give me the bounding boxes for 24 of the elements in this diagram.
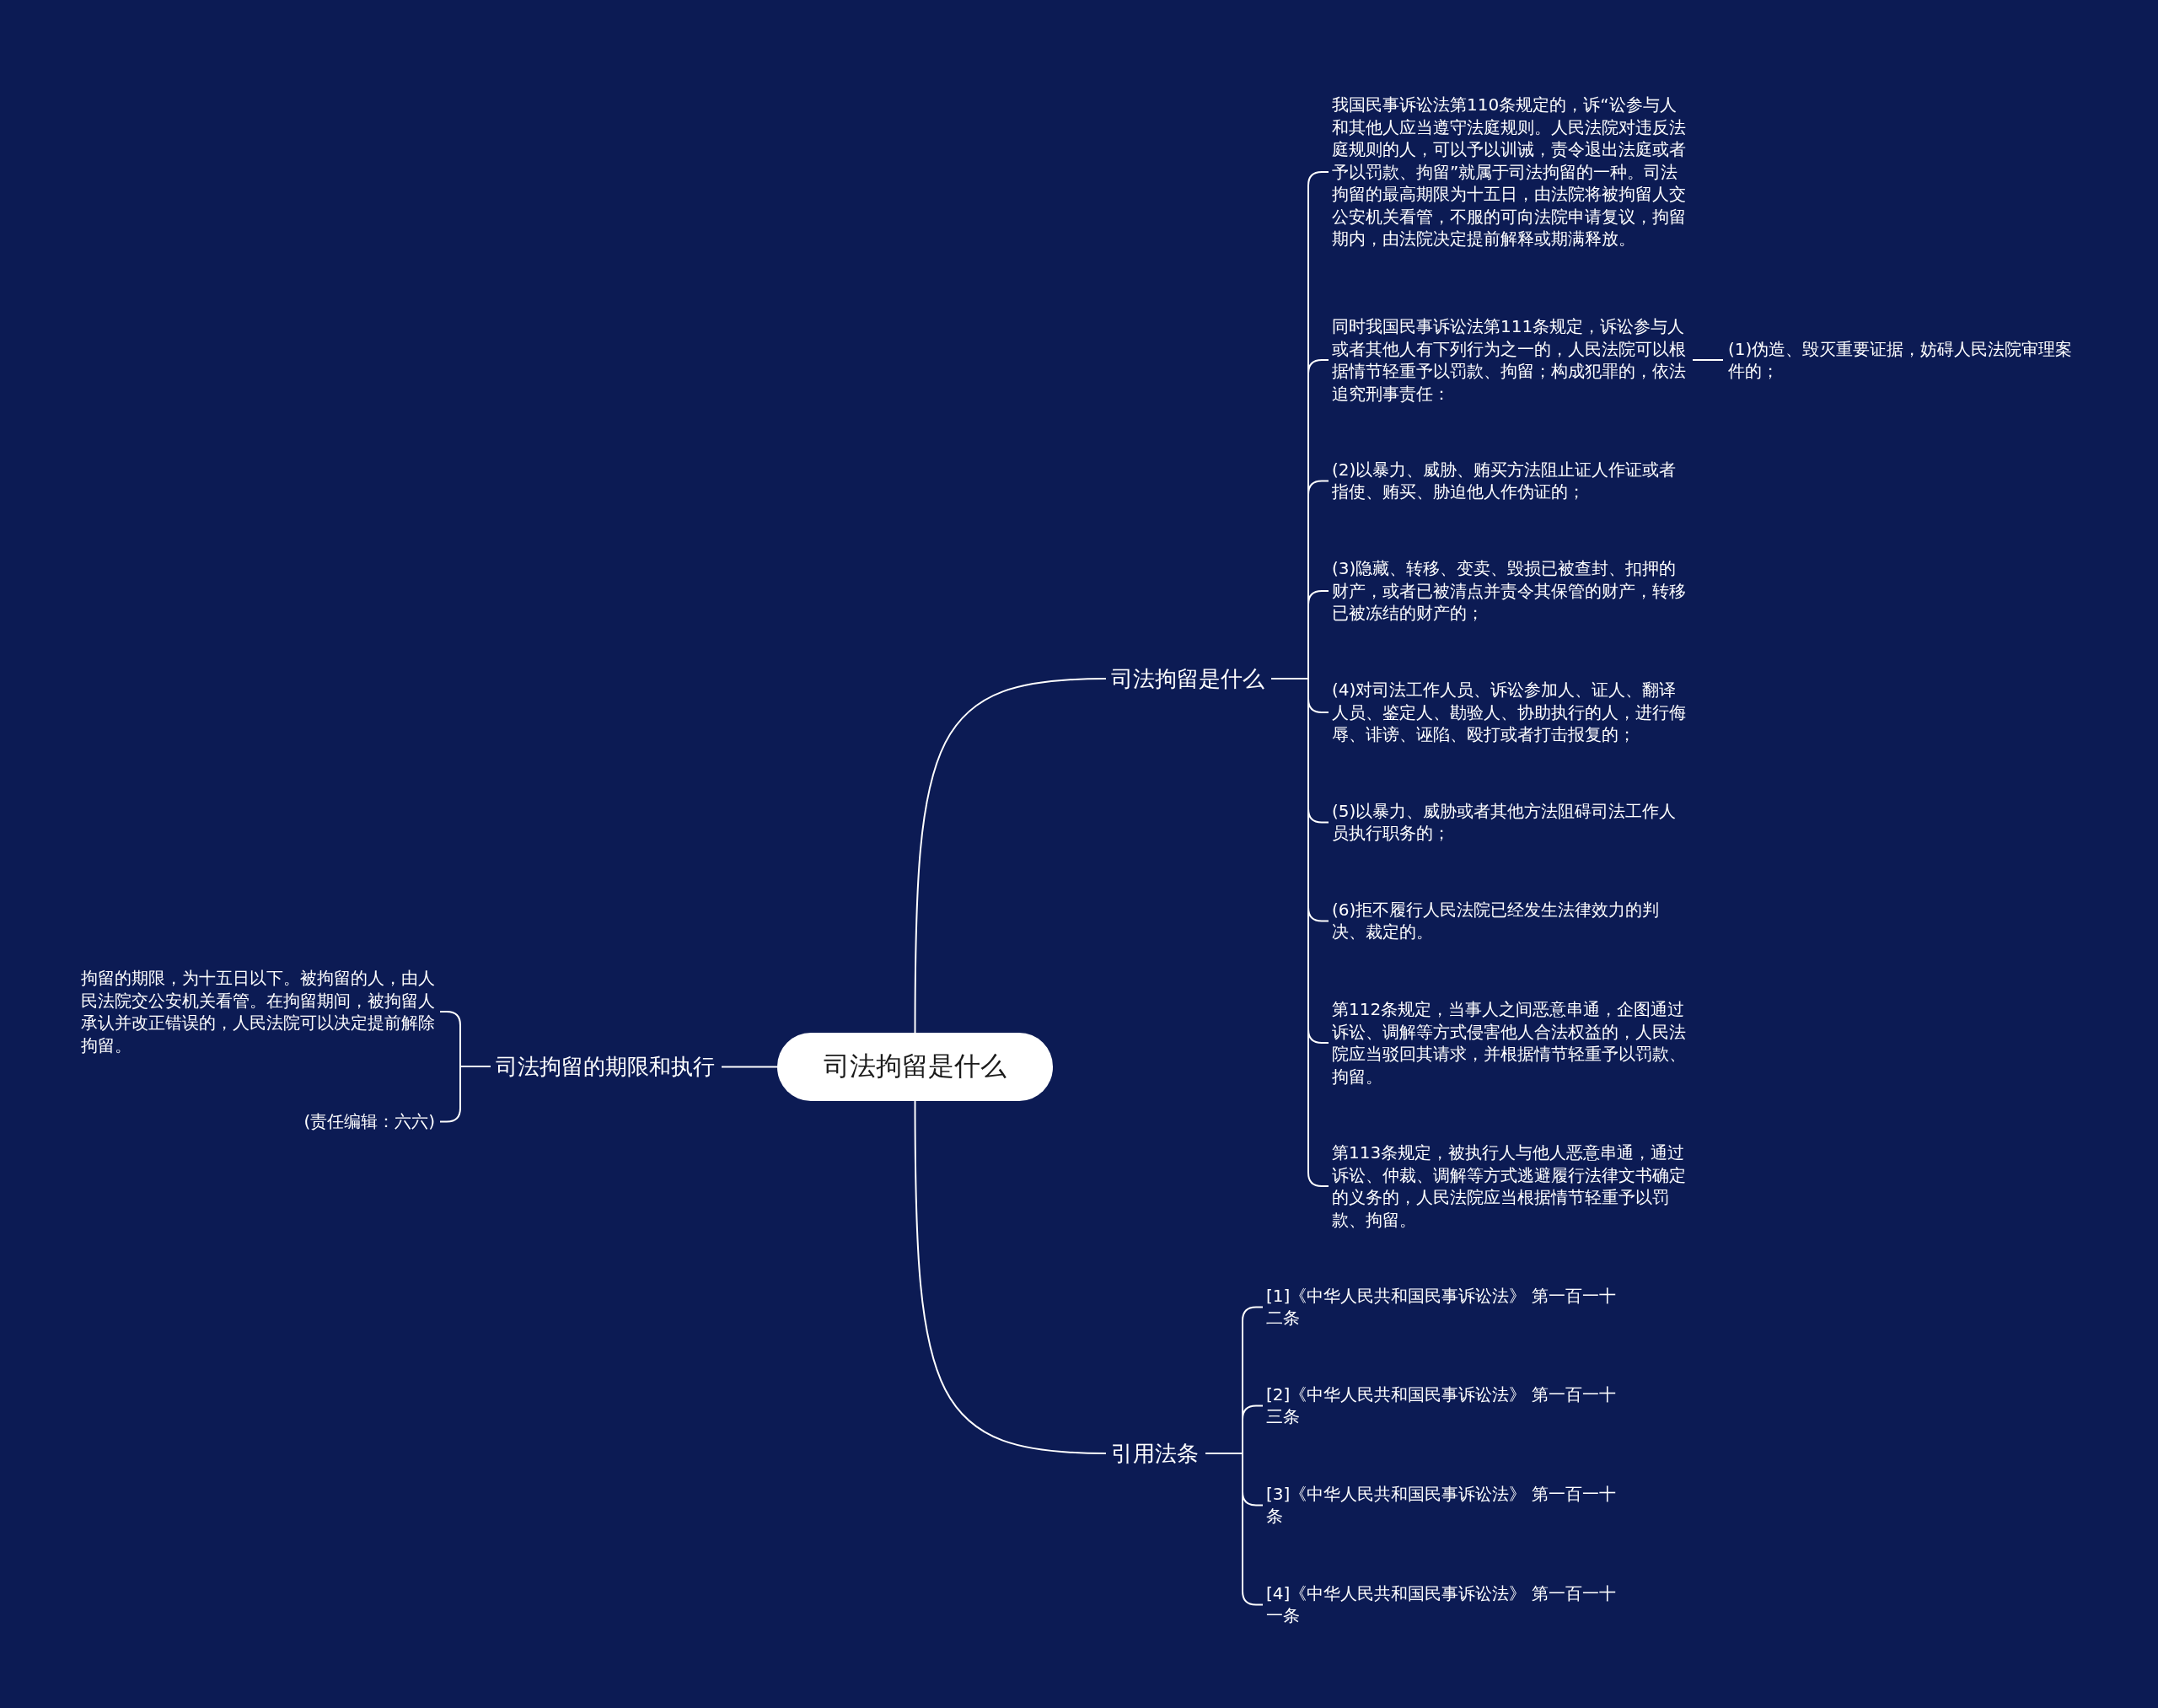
subtopic-text: [3]《中华人民共和国民事诉讼法》 第一百一十条	[1266, 1482, 1620, 1528]
subtopic-text: 第112条规定，当事人之间恶意串通，企图通过诉讼、调解等方式侵害他人合法权益的，人民法院应当驳回其请求，并根据情节轻重予以罚款、拘留。	[1332, 998, 1686, 1088]
subtopic-text: [2]《中华人民共和国民事诉讼法》 第一百一十三条	[1266, 1383, 1620, 1428]
subtopic-text: 第113条规定，被执行人与他人恶意串通，通过诉讼、仲裁、调解等方式逃避履行法律文书确定的义务的，人民法院应当根据情节轻重予以罚款、拘留。	[1332, 1141, 1686, 1231]
connector-line	[914, 678, 1107, 1034]
subtopic-text: [1]《中华人民共和国民事诉讼法》 第一百一十二条	[1266, 1284, 1620, 1329]
topic-text: 司法拘留的期限和执行	[496, 1052, 715, 1081]
subtopic-text: 同时我国民事诉讼法第111条规定，诉讼参与人或者其他人有下列行为之一的，人民法院可以根据情节轻重予以罚款、拘留；构成犯罪的，依法追究刑事责任：	[1332, 315, 1686, 405]
connector-line	[914, 1100, 1107, 1454]
topic-text: 司法拘留是什么	[1111, 664, 1264, 693]
subtopic-text: (5)以暴力、威胁或者其他方法阻碍司法工作人员执行职务的；	[1332, 799, 1686, 845]
subtopic-text: (2)以暴力、威胁、贿买方法阻止证人作证或者指使、贿买、胁迫他人作伪证的；	[1332, 458, 1686, 503]
subtopic-text: (责任编辑：六六)	[253, 1109, 435, 1132]
connector-line	[1692, 359, 1724, 361]
subtopic-text: (3)隐藏、转移、变卖、毁损已被查封、扣押的财产，或者已被清点并责令其保管的财产，转移已被冻结的财产的；	[1332, 557, 1686, 625]
subtopic-text: 拘留的期限，为十五日以下。被拘留的人，由人民法院交公安机关看管。在拘留期间，被拘留人承认并改正错误的，人民法院可以决定提前解除拘留。	[81, 967, 435, 1056]
central-topic-box: 司法拘留是什么	[777, 1032, 1053, 1101]
subtopic-text: (4)对司法工作人员、诉讼参加人、证人、翻译人员、鉴定人、勘验人、协助执行的人，进行侮辱、诽谤、诬陷、殴打或者打击报复的；	[1332, 679, 1686, 746]
subtopic-text: 我国民事诉讼法第110条规定的，诉“讼参与人和其他人应当遵守法庭规则。人民法院对违反法庭规则的人，可以予以训诫，责令退出法庭或者予以罚款、拘留”就属于司法拘留的一种。司法拘留的最高期限为十五日，由法院将被拘留人交公安机关看管，不服的可向法院申请复议，拘留期内，由法院决定提前解释或期满释放。	[1332, 94, 1686, 250]
subtopic-text: (1)伪造、毁灭重要证据，妨碍人民法院审理案件的；	[1728, 337, 2074, 383]
topic-text: 引用法条	[1111, 1439, 1199, 1468]
connector-line	[721, 1066, 778, 1068]
subtopic-text: (6)拒不履行人民法院已经发生法律效力的判决、裁定的。	[1332, 898, 1686, 943]
subtopic-text: [4]《中华人民共和国民事诉讼法》 第一百一十一条	[1266, 1582, 1620, 1627]
